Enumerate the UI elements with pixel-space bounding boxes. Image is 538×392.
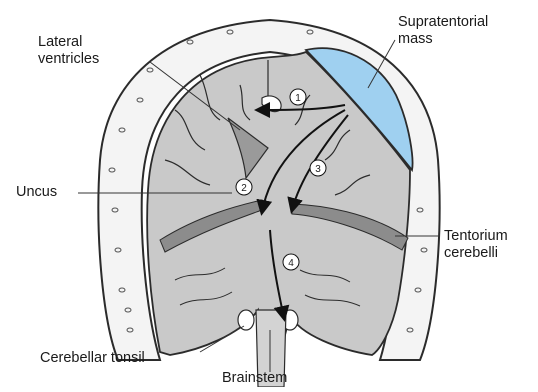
label-lateral-ventricles: Lateral ventricles	[38, 34, 99, 68]
cerebellar-tonsil-left	[238, 310, 254, 330]
label-cerebellar-tonsil: Cerebellar tonsil	[40, 350, 145, 367]
label-uncus: Uncus	[16, 184, 57, 201]
svg-text:2: 2	[241, 183, 247, 194]
svg-text:3: 3	[315, 164, 321, 175]
herniation-marker-2: 2	[236, 179, 252, 195]
herniation-marker-3: 3	[310, 160, 326, 176]
svg-text:4: 4	[288, 258, 294, 269]
label-brainstem: Brainstem	[222, 370, 287, 387]
label-tentorium-cerebelli: Tentorium cerebelli	[444, 228, 508, 262]
svg-text:1: 1	[295, 93, 301, 104]
herniation-marker-4: 4	[283, 254, 299, 270]
herniation-marker-1: 1	[290, 89, 306, 105]
label-supratentorial-mass: Supratentorial mass	[398, 14, 488, 48]
